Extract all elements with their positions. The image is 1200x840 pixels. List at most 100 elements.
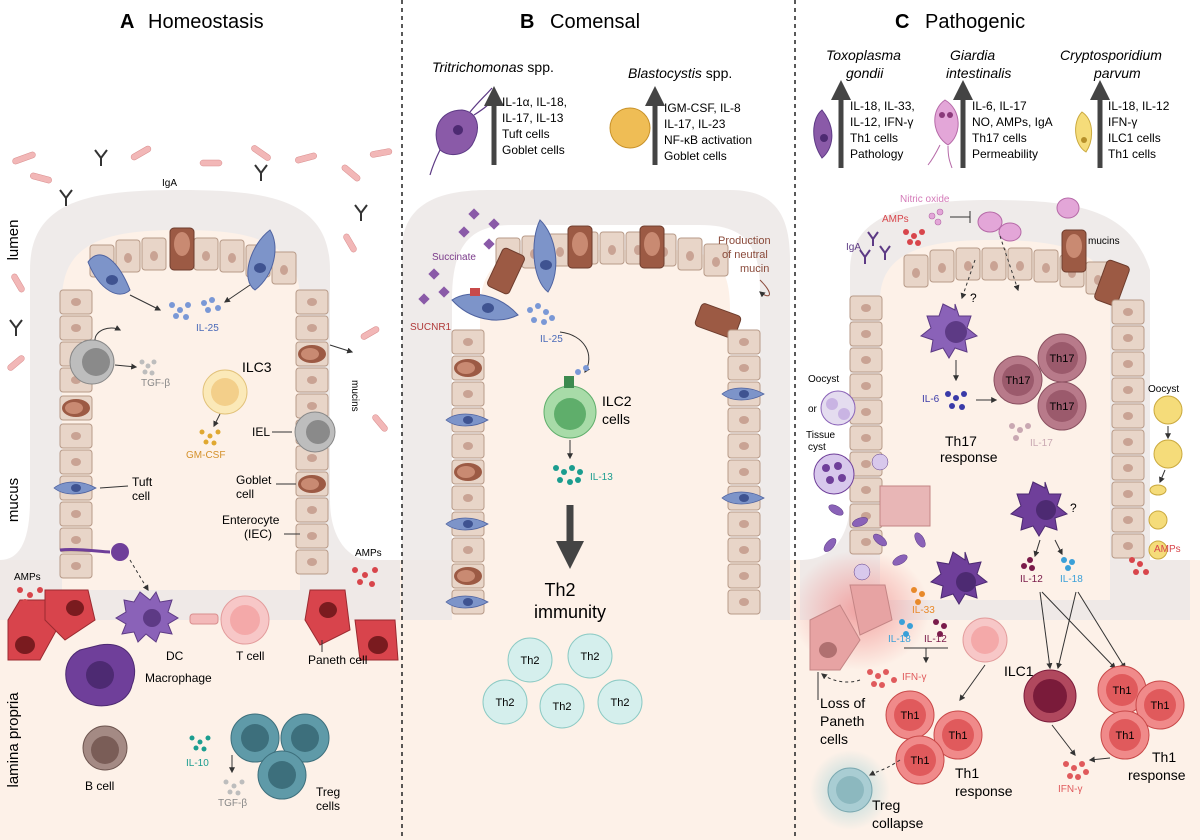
toxo-name-2: gondii [846, 65, 884, 81]
t-cell-label: T cell [236, 649, 264, 663]
il17-label: IL-17 [1030, 438, 1053, 449]
svg-text:Th1: Th1 [1116, 730, 1135, 742]
il25-dots-a [169, 297, 221, 320]
svg-text:IL-6, IL-17: IL-6, IL-17 [972, 99, 1027, 113]
treg-label-a-1: Treg [316, 785, 340, 799]
no-dots [928, 208, 944, 226]
ilc2-label-2: cells [602, 411, 630, 427]
oocyst-right-label: Oocyst [1148, 384, 1179, 395]
svg-text:NF-κB activation: NF-κB activation [664, 133, 752, 147]
th2-cell-3: Th2 [482, 679, 528, 725]
paneth-cell-left-a [7, 589, 96, 661]
svg-text:Pathogenic: Pathogenic [925, 11, 1025, 33]
th2-cell-5: Th2 [597, 679, 643, 725]
crypto-name-1: Cryptosporidium [1060, 47, 1162, 63]
crypto-oocyst-stages [1148, 395, 1183, 560]
loss-paneth-2: Paneth [820, 713, 864, 729]
il6-dots [945, 391, 967, 410]
th1-cell-r1: Th1 [1097, 665, 1147, 715]
enterocyte-label-1: Enterocyte [222, 513, 280, 527]
epithelium-top-a [89, 227, 297, 285]
ilc2-label-1: ILC2 [602, 393, 632, 409]
treg-collapse-cell [827, 767, 873, 813]
svg-text:NO, AMPs, IgA: NO, AMPs, IgA [972, 115, 1053, 129]
mucus-label: mucus [5, 478, 22, 522]
svg-text:IL-12, IFN-γ: IL-12, IFN-γ [850, 115, 913, 129]
th1-response-right-1: Th1 [1152, 749, 1176, 765]
amps-label-a-right: AMPs [355, 548, 382, 559]
svg-text:IL-18, IL-33,: IL-18, IL-33, [850, 99, 915, 113]
svg-text:C: C [895, 11, 909, 33]
il33-label: IL-33 [912, 605, 935, 616]
svg-text:IL-1α, IL-18,: IL-1α, IL-18, [502, 95, 567, 109]
question-1: ? [970, 291, 977, 305]
arrow-tuft-il25 [129, 294, 162, 311]
th2-cell-1: Th2 [507, 637, 553, 683]
crypto-name-2: parvum [1093, 65, 1141, 81]
il33-dots [911, 587, 925, 605]
il18-right-dots [1061, 557, 1075, 571]
th1-cell-r2: Th1 [1135, 680, 1185, 730]
succinate-diamonds [418, 208, 500, 305]
svg-text:Permeability: Permeability [972, 147, 1038, 161]
crypto-effects: IL-18, IL-12 IFN-γ ILC1 cells Th1 cells [1108, 99, 1170, 161]
iel-label: IEL [252, 425, 270, 439]
amps-right-label: AMPs [1154, 544, 1181, 555]
tissue-cyst-2: cyst [808, 442, 826, 453]
iel-left [69, 339, 115, 385]
svg-text:Th17: Th17 [1005, 375, 1030, 387]
lumen-label: lumen [5, 220, 22, 261]
toxo-name-1: Toxoplasma [826, 47, 901, 63]
svg-text:IFN-γ: IFN-γ [1108, 115, 1137, 129]
macrophage-label: Macrophage [145, 671, 212, 685]
treg-collapse-1: Treg [872, 797, 900, 813]
svg-text:Th1: Th1 [901, 710, 920, 722]
gmcsf-label: GM-CSF [186, 450, 225, 461]
svg-text:IGM-CSF, IL-8: IGM-CSF, IL-8 [664, 101, 741, 115]
b-cell [82, 725, 128, 771]
mucin-prod-1: Production [718, 235, 771, 247]
b-cell-label: B cell [85, 779, 114, 793]
epithelium-left-b [445, 329, 489, 615]
il10-dots [189, 735, 211, 752]
tachyzoites [823, 453, 926, 581]
oocyst-left [820, 390, 856, 426]
il6-label: IL-6 [922, 394, 940, 405]
svg-text:IL-17, IL-23: IL-17, IL-23 [664, 117, 726, 131]
ilc3-cell [202, 369, 248, 415]
dc-cell-c-middle [929, 551, 989, 605]
th1-response-left-2: response [955, 783, 1013, 799]
goblet-label-2: cell [236, 487, 254, 501]
th17-response-2: response [940, 449, 998, 465]
trit-name: Tritrichomonas spp. [432, 59, 554, 75]
th17-cell-1: Th17 [993, 355, 1043, 405]
th1-cell-c3: Th1 [895, 735, 945, 785]
svg-text:IL-17, IL-13: IL-17, IL-13 [502, 111, 564, 125]
paneth-label-a: Paneth cell [308, 653, 367, 667]
tissue-cyst-1: Tissue [806, 430, 836, 441]
tuft-cell-top-left [87, 254, 131, 295]
epithelium-top-c [903, 229, 1130, 307]
arrow-tuft2-il25 [224, 284, 251, 303]
cryptosporidium-icon [1075, 111, 1092, 153]
il25-label-b: IL-25 [540, 334, 563, 345]
treg-cells-a [230, 713, 330, 800]
amps-dots-a [17, 567, 378, 607]
il25-dots-b [527, 303, 555, 325]
paneth-cells-c [809, 584, 893, 671]
tgfb-label: TGF-β [141, 378, 170, 389]
th2-immunity-1: Th2 [544, 580, 575, 600]
iga-label-c: IgA [846, 242, 861, 253]
t-cell-c [962, 617, 1008, 663]
svg-text:Th1: Th1 [1113, 685, 1132, 697]
trit-effects: IL-1α, IL-18, IL-17, IL-13 Tuft cells Go… [502, 95, 567, 157]
svg-text:B: B [520, 11, 534, 33]
oocyst-left-label: Oocyst [808, 374, 839, 385]
iga-label: IgA [162, 178, 177, 189]
blasto-effects: IGM-CSF, IL-8 IL-17, IL-23 NF-κB activat… [664, 101, 752, 163]
il18-left-label: IL-18 [888, 634, 911, 645]
amps-top-dots [903, 229, 925, 246]
th17-cell-2: Th17 [1037, 333, 1087, 383]
giardia-icon [927, 99, 959, 169]
svg-text:Th17: Th17 [1049, 401, 1074, 413]
